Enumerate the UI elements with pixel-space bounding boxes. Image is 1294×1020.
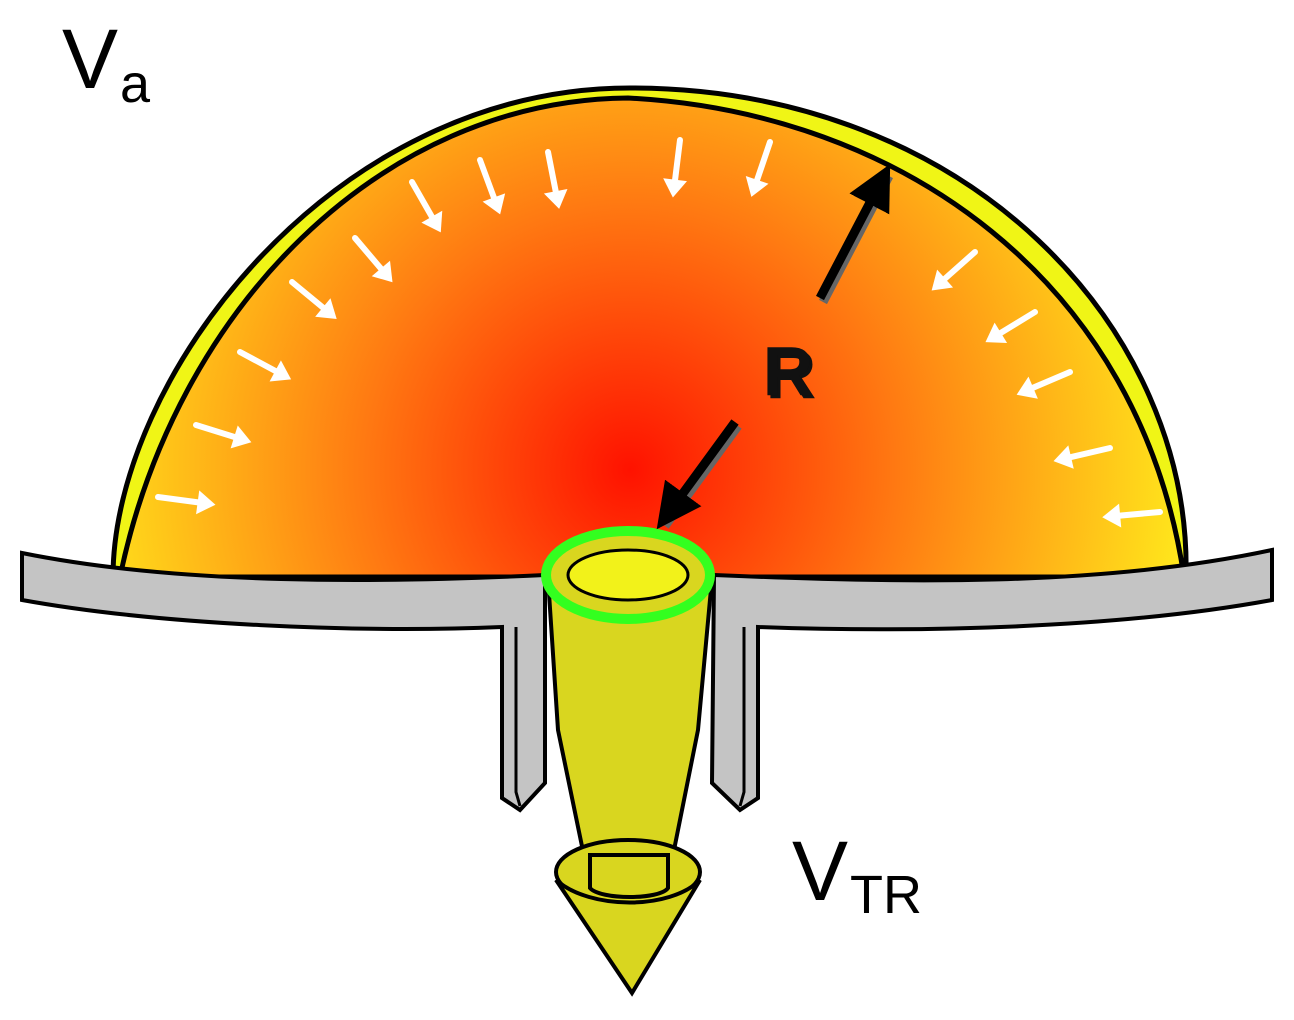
inflow-arrow-icon — [543, 149, 568, 209]
radius-label-shadow: R — [766, 335, 817, 413]
vtr-subscript: TR — [850, 865, 922, 925]
inner-dome — [116, 95, 1187, 580]
tip-point — [554, 878, 702, 997]
tip-collar-band — [588, 853, 670, 899]
inflow-arrow-icon — [1016, 369, 1073, 399]
inflow-arrows — [155, 137, 1163, 528]
inflow-arrow-icon — [663, 137, 687, 198]
radius-arrow-icon — [656, 164, 893, 530]
inflow-arrow-icon — [409, 179, 443, 233]
vtr-label: V — [792, 824, 848, 918]
tip-orifice-fill — [566, 548, 690, 602]
va-subscript: a — [120, 54, 151, 114]
plate-left — [20, 550, 547, 813]
inflow-arrow-icon — [477, 157, 506, 215]
inflow-arrow-icon — [1102, 503, 1163, 528]
inflow-arrow-icon — [745, 139, 773, 197]
radius-label: R — [763, 332, 814, 410]
inflow-arrow-icon — [1053, 445, 1113, 469]
plate-right — [709, 547, 1274, 813]
inflow-arrow-icon — [931, 249, 978, 291]
inflow-arrow-icon — [289, 279, 337, 319]
plate-flange-right — [738, 627, 746, 807]
inflow-arrow-icon — [237, 349, 292, 382]
inflow-arrow-icon — [985, 309, 1038, 344]
va-label: V — [62, 12, 118, 106]
plate-flange-left — [514, 627, 522, 807]
inflow-arrow-icon — [193, 422, 252, 449]
inflow-arrow-icon — [155, 490, 216, 515]
inflow-arrow-icon — [352, 235, 393, 283]
